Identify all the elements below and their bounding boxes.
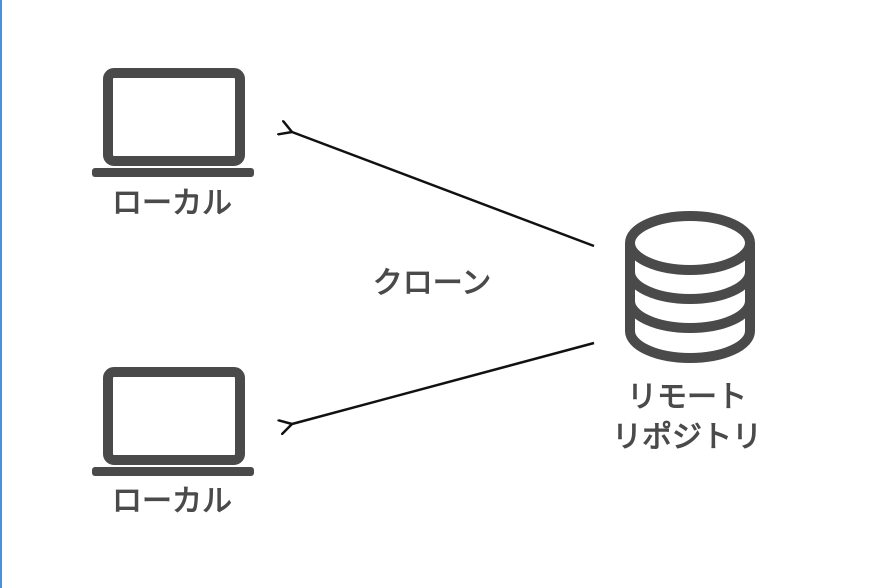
remote-label-line1: リモート bbox=[627, 380, 747, 415]
laptop-icon bbox=[92, 367, 254, 476]
database-icon bbox=[625, 211, 755, 363]
clone-arrow-bottom bbox=[292, 341, 595, 424]
clone-label: クローン bbox=[372, 266, 492, 301]
laptop-icon bbox=[92, 68, 254, 177]
local-label: ローカル bbox=[112, 186, 232, 221]
remote-label-line2: リポジトリ bbox=[612, 420, 762, 455]
remote-repository-label: リモート リポジトリ bbox=[592, 378, 782, 458]
clone-arrow-top bbox=[292, 132, 595, 248]
local-label: ローカル bbox=[112, 484, 232, 519]
